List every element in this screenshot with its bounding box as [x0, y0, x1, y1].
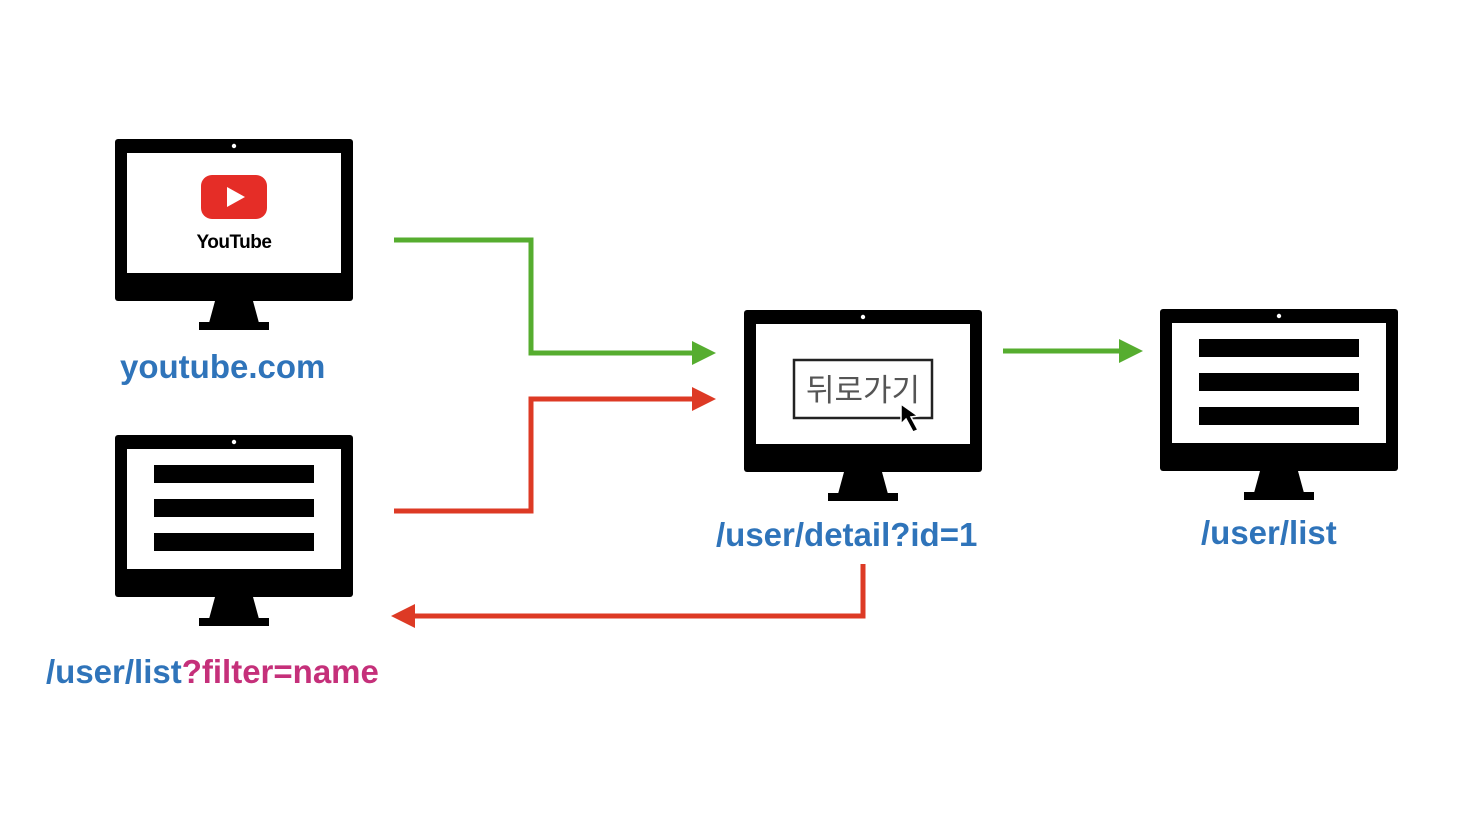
label-filtered-list-query: ?filter=name — [181, 653, 379, 690]
back-button[interactable]: 뒤로가기 — [792, 358, 934, 420]
arrow-detail-to-list — [1003, 339, 1143, 363]
monitor-detail: 뒤로가기 — [744, 310, 982, 501]
arrow-filtered-list-to-detail — [394, 387, 716, 514]
label-filtered-list: /user/list?filter=name — [46, 655, 379, 688]
arrow-detail-back-to-filtered-list — [391, 564, 866, 628]
label-filtered-list-path: /user/list — [46, 653, 182, 690]
label-detail: /user/detail?id=1 — [716, 516, 978, 553]
label-youtube: youtube.com — [120, 348, 326, 385]
list-lines-icon — [1199, 339, 1359, 425]
youtube-logo-text: YouTube — [197, 232, 272, 253]
label-list: /user/list — [1201, 514, 1337, 551]
youtube-play-icon — [201, 175, 267, 219]
mouse-pointer-icon — [900, 402, 920, 433]
monitor-list — [1160, 309, 1398, 500]
list-lines-icon — [154, 465, 314, 551]
back-button-label: 뒤로가기 — [806, 373, 920, 409]
monitor-filtered-list — [115, 435, 353, 626]
monitor-youtube: YouTube — [115, 139, 353, 330]
arrow-youtube-to-detail — [394, 237, 716, 365]
